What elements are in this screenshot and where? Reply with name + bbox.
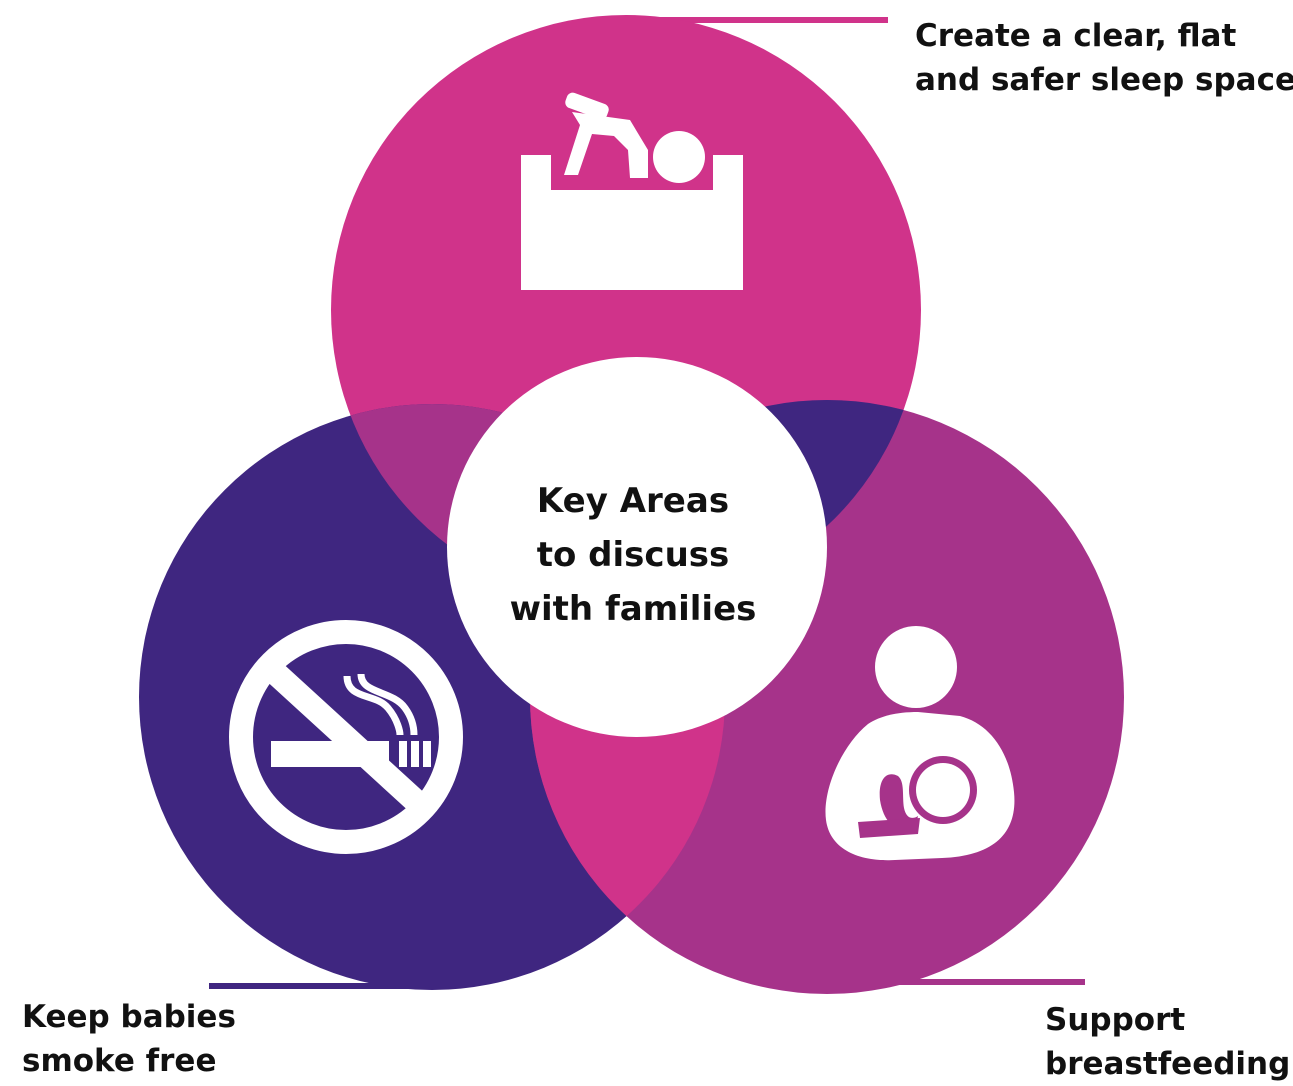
center-title-line-3: with families	[509, 589, 757, 629]
sleep-label: Create a clear, flat and safer sleep spa…	[915, 14, 1293, 102]
no-smoking-icon	[229, 620, 463, 854]
baby-cot-icon	[521, 92, 743, 290]
sleep-label-line-1: Create a clear, flat	[915, 18, 1237, 54]
breastfeeding-label-line-2: breastfeeding	[1045, 1046, 1291, 1082]
sleep-label-line-2: and safer sleep space	[915, 62, 1293, 98]
center-title-line-2: to discuss	[536, 535, 730, 575]
breastfeeding-icon	[825, 626, 1015, 861]
breastfeeding-label-line-1: Support	[1045, 1002, 1186, 1038]
center-circle	[447, 357, 827, 737]
center-title: Key Areas to discuss with families	[447, 474, 819, 636]
smoke-label: Keep babies smoke free	[22, 995, 236, 1083]
breastfeeding-label: Support breastfeeding	[1045, 998, 1290, 1086]
center-title-line-1: Key Areas	[536, 481, 730, 521]
smoke-label-line-2: smoke free	[22, 1043, 217, 1079]
smoke-label-line-1: Keep babies	[22, 999, 236, 1035]
